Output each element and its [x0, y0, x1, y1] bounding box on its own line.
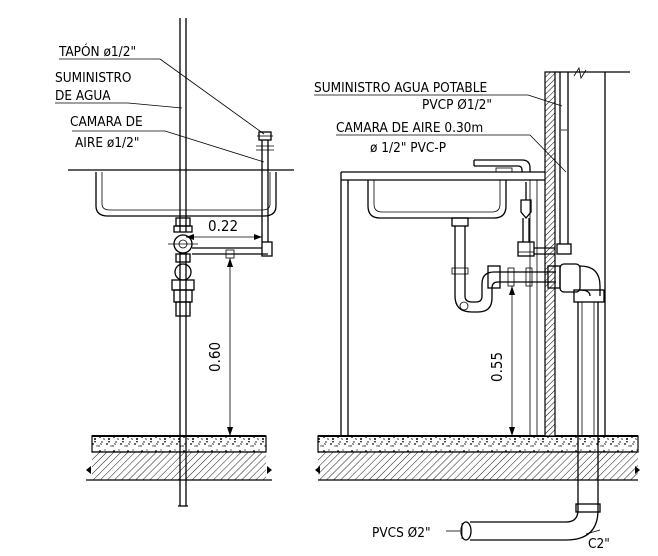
right-faucet — [473, 159, 531, 173]
label-tapon: TAPÓN ø1/2" — [58, 42, 136, 60]
right-supply-pipe — [517, 72, 572, 257]
label-suministro-agua-potable: SUMINISTRO AGUA POTABLE — [314, 80, 487, 96]
label-pvc-p: ø 1/2" PVC-P — [370, 140, 446, 156]
label-suministro-2: DE AGUA — [55, 88, 111, 104]
label-camara-1: CAMARA DE — [70, 114, 143, 130]
dim-0.60: 0.60 — [206, 342, 224, 372]
right-sink-basin — [367, 180, 507, 219]
right-dim-vertical: 0.55 — [488, 286, 515, 436]
label-c2: C2" — [588, 536, 610, 552]
label-pvcs: PVCS Ø2" — [372, 525, 431, 541]
right-wall — [544, 66, 630, 437]
right-drain-trap — [451, 217, 561, 313]
label-camara-aire: CAMARA DE AIRE 0.30m — [336, 120, 483, 136]
right-elevation: 0.55 SUMINISTRO AGUA POTABLE PVCP Ø1/2" … — [314, 66, 640, 552]
left-air-chamber — [192, 131, 274, 259]
right-drain-stack — [460, 263, 605, 541]
label-camara-2: AIRE ø1/2" — [75, 135, 139, 151]
right-labels: SUMINISTRO AGUA POTABLE PVCP Ø1/2" CAMAR… — [314, 80, 610, 552]
dim-0.55: 0.55 — [488, 352, 506, 382]
left-floor — [86, 435, 272, 481]
label-suministro-1: SUMINISTRO — [55, 70, 131, 86]
right-floor — [315, 435, 640, 481]
dim-0.22: 0.22 — [208, 217, 238, 235]
left-supply-pipe — [178, 18, 188, 507]
left-labels: TAPÓN ø1/2" SUMINISTRO DE AGUA CAMARA DE… — [55, 42, 265, 163]
left-dim-horizontal: 0.22 — [186, 217, 262, 240]
label-pvcp: PVCP Ø1/2" — [422, 97, 492, 113]
left-dim-vertical: 0.60 — [206, 258, 233, 436]
left-elevation: 0.22 0.60 TAPÓN ø1/2" SUMINISTRO DE AGUA… — [55, 18, 294, 507]
right-counter — [340, 171, 545, 436]
left-valve-trap — [168, 217, 198, 317]
